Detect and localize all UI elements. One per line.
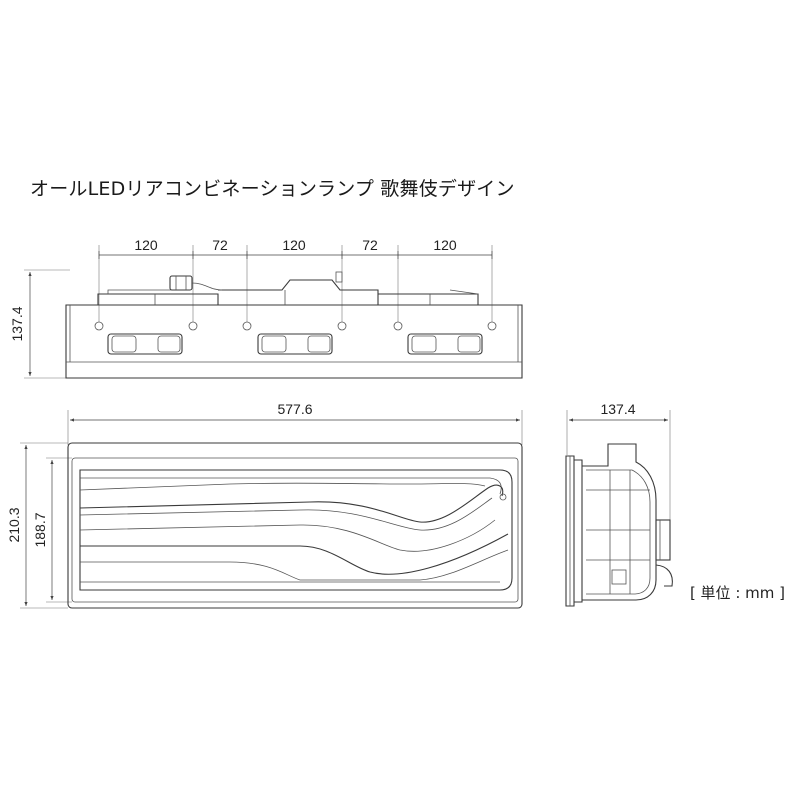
unit-note: [ 単位 : mm ] bbox=[690, 584, 785, 602]
spacing-ticks bbox=[98, 251, 493, 259]
dim-spacing-4: 72 bbox=[362, 237, 378, 253]
dim-spacing-3: 120 bbox=[282, 237, 306, 253]
dim-front-height-inner: 188.7 bbox=[32, 512, 48, 547]
drawing-title: オールLEDリアコンビネーションランプ 歌舞伎デザイン bbox=[30, 178, 515, 200]
dim-front-height-outer: 210.3 bbox=[6, 507, 22, 542]
dim-side-depth: 137.4 bbox=[600, 401, 635, 417]
dim-spacing-5: 120 bbox=[433, 237, 457, 253]
dim-spacing-2: 72 bbox=[212, 237, 228, 253]
dim-spacing-1: 120 bbox=[134, 237, 158, 253]
dim-top-height: 137.4 bbox=[9, 306, 25, 341]
dim-front-width: 577.6 bbox=[277, 401, 312, 417]
side-view: 137.4 bbox=[565, 401, 673, 607]
top-view: 120 72 120 72 120 137.4 bbox=[9, 237, 523, 379]
front-view: 577.6 210.3 188.7 bbox=[6, 401, 523, 609]
